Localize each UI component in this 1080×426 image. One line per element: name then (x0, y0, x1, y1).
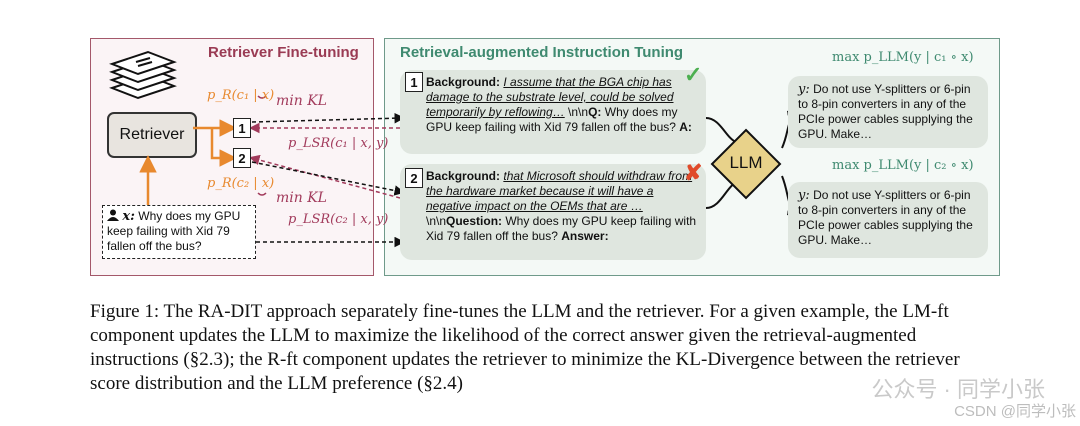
user-icon (107, 209, 119, 221)
card2-question-text: Why does my GPU keep failing with Xid 79… (426, 214, 697, 243)
answer1-text: Do not use Y-splitters or 6-pin to 8-pin… (798, 82, 973, 141)
card2-question-label: Question: (446, 214, 503, 228)
card1-question-text: Why does my GPU keep failing with Xid 79… (426, 105, 680, 134)
card1-question-label: Q: (588, 105, 602, 119)
card2-background-text: that Microsoft should withdraw from the … (426, 169, 693, 213)
context-card-2: Background: that Microsoft should withdr… (400, 164, 706, 260)
query-box: x: Why does my GPU keep failing with Xid… (102, 205, 256, 259)
retriever-box: Retriever (107, 112, 197, 158)
figure-caption: Figure 1: The RA-DIT approach separately… (90, 301, 960, 394)
card2-number: 2 (405, 168, 423, 188)
answer2-variable: y: (798, 188, 810, 203)
min-kl-label-1: min KL (276, 93, 327, 109)
max-p-llm-c2: max p_LLM(y | c₂ ∘ x) (832, 158, 974, 173)
llm-label: LLM (729, 153, 763, 172)
cross-icon: ✘ (684, 160, 703, 185)
card1-number: 1 (405, 72, 423, 92)
card1-background-text: I assume that the BGA chip has damage to… (426, 75, 674, 119)
p-lsr-c2-label: p_LSR(c₂ | x, y) (288, 212, 389, 227)
min-kl-label-2: min KL (276, 190, 327, 206)
query-variable: x: (122, 209, 135, 224)
card2-newline: \n\n (426, 214, 447, 228)
p-r-c1-label: p_R(c₁ | x) (207, 88, 275, 103)
card1-background-label: Background: (426, 75, 501, 89)
card2-background-label: Background: (426, 169, 501, 183)
p-r-c2-label: p_R(c₂ | x) (207, 176, 275, 191)
answer-card-2: y: Do not use Y-splitters or 6-pin to 8-… (788, 182, 988, 258)
max-p-llm-c1: max p_LLM(y | c₁ ∘ x) (832, 50, 974, 65)
answer2-text: Do not use Y-splitters or 6-pin to 8-pin… (798, 188, 973, 247)
check-icon: ✓ (684, 62, 703, 87)
retriever-finetuning-title: Retriever Fine-tuning (208, 44, 359, 61)
card2-answer-label: Answer: (561, 229, 609, 243)
retrieved-doc-1-box: 1 (233, 118, 251, 138)
card1-answer-label: A: (679, 120, 692, 134)
llm-diamond (710, 128, 782, 200)
query-text: Why does my GPU keep failing with Xid 79… (107, 209, 241, 253)
instruction-tuning-title: Retrieval-augmented Instruction Tuning (400, 44, 684, 61)
card1-newline: \n\n (564, 105, 589, 119)
wechat-watermark: 公众号 · 同学小张 (871, 377, 1045, 402)
answer1-variable: y: (798, 82, 810, 97)
answer-card-1: y: Do not use Y-splitters or 6-pin to 8-… (788, 76, 988, 148)
context-card-1: Background: I assume that the BGA chip h… (400, 70, 706, 154)
document-stack-icon (109, 50, 177, 100)
csdn-watermark: CSDN @同学小张 (954, 403, 1076, 420)
retrieved-doc-2-box: 2 (233, 148, 251, 168)
p-lsr-c1-label: p_LSR(c₁ | x, y) (288, 136, 389, 151)
